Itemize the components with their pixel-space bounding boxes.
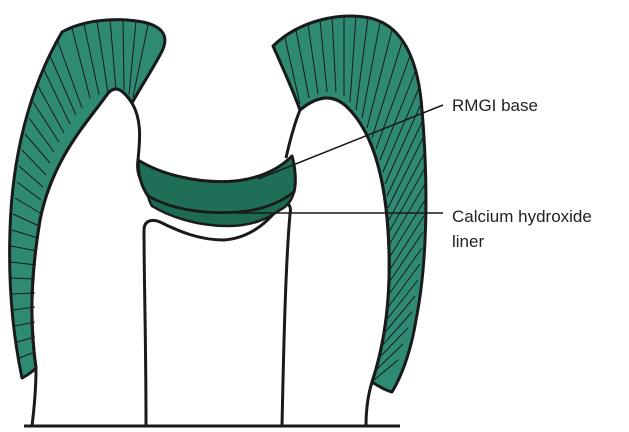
- calcium-hydroxide-label-line2: liner: [452, 232, 484, 251]
- rmgi-base-label: RMGI base: [452, 96, 538, 115]
- pulp-chamber: [144, 203, 290, 426]
- right-enamel: [273, 16, 426, 392]
- calcium-hydroxide-label-line1: Calcium hydroxide: [452, 207, 592, 226]
